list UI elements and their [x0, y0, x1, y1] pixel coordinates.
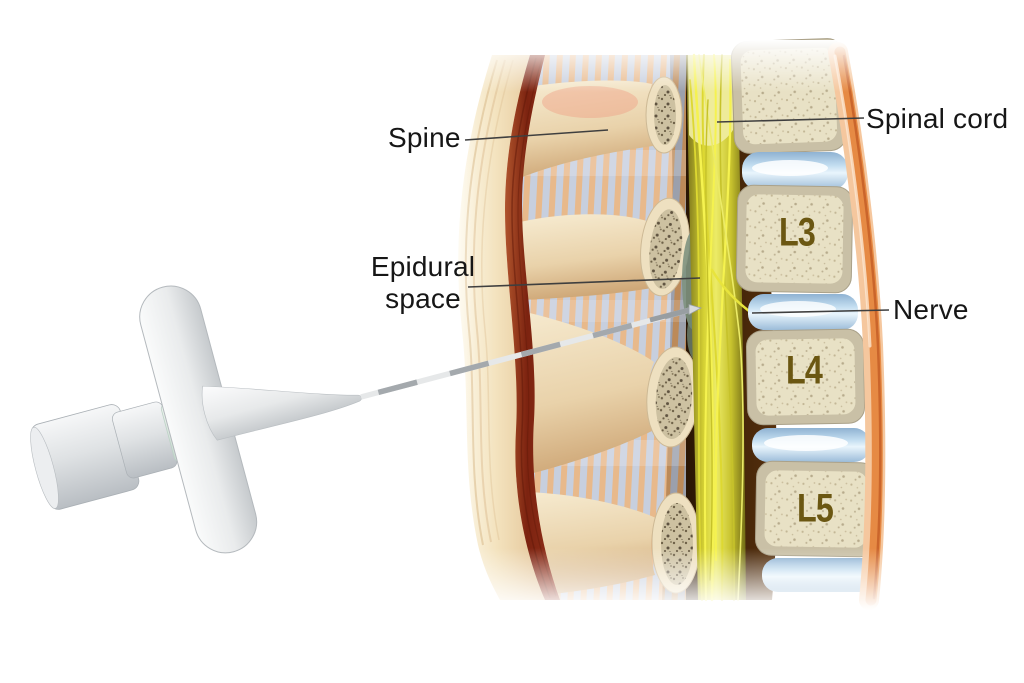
- bone-cross-section-2: [640, 197, 690, 297]
- leader-spine: [464, 129, 609, 141]
- needle-shaft: [360, 304, 702, 400]
- label-spine: Spine: [388, 122, 461, 153]
- bone-cross-section-3: [646, 346, 700, 448]
- label-vertebra-l4: L4: [785, 348, 823, 394]
- needle-hub-cone: [201, 385, 362, 441]
- leader-nerve: [751, 309, 890, 314]
- leader-spinal-cord: [716, 117, 865, 123]
- disc-3: [752, 428, 870, 462]
- label-vertebra-l3: L3: [778, 210, 816, 256]
- needle-tip: [688, 304, 702, 316]
- spinous-process-2: [520, 214, 655, 300]
- spinous-process-1: [520, 80, 653, 178]
- vertebral-column: [730, 38, 880, 592]
- leader-epidural-space: [467, 277, 701, 288]
- anterior-ligament-band: [828, 42, 886, 610]
- edge-fades: [428, 40, 933, 610]
- label-vertebra-l5: L5: [796, 486, 834, 532]
- vertebra-l4: [745, 328, 866, 426]
- disc-1: [742, 152, 848, 190]
- nerve-strands: [689, 53, 755, 602]
- label-nerve: Nerve: [893, 294, 969, 325]
- blush-1: [542, 86, 638, 118]
- epidural-needle-device: [30, 285, 702, 554]
- nerve-bundle-base: [686, 55, 746, 600]
- vertebra-l5: [754, 460, 878, 558]
- label-epidural-space: Epidural space: [370, 251, 476, 314]
- label-spinal-cord: Spinal cord: [866, 103, 1009, 134]
- vertebra-l3: [735, 184, 854, 294]
- leader-lines: [464, 117, 890, 314]
